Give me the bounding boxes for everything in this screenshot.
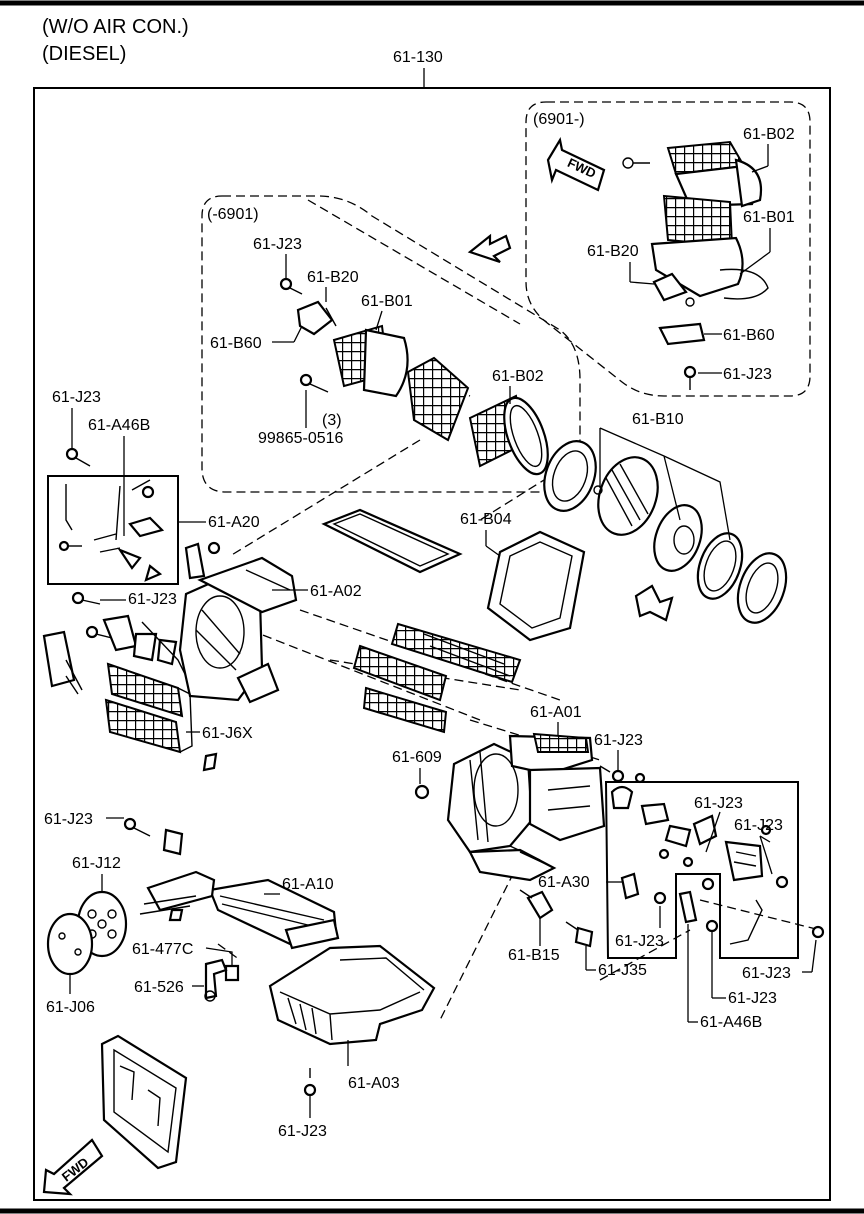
motor-wire-icon — [634, 584, 674, 622]
blower-case-lower-right-icon — [650, 194, 769, 300]
label-a46b-bottom: 61-A46B — [700, 1014, 762, 1031]
label-b20-left: 61-B20 — [307, 269, 359, 286]
blower-ring-icon — [543, 440, 597, 512]
blower-case-left-2-icon — [468, 394, 549, 476]
actuator-left-icon — [296, 300, 337, 336]
bolt-left-group-icon — [299, 373, 329, 393]
label-j23-a46b: 61-J23 — [52, 389, 101, 406]
label-j06: 61-J06 — [46, 999, 95, 1016]
label-j23-box-low: 61-J23 — [615, 933, 664, 950]
filter-tray-icon — [321, 508, 463, 574]
screw-a03-icon — [303, 1068, 317, 1097]
blower-fan-icon — [593, 456, 659, 536]
label-b01-right: 61-B01 — [743, 209, 795, 226]
label-j12: 61-J12 — [72, 855, 121, 872]
case-a03-icon — [268, 944, 436, 1046]
a20-box — [47, 475, 179, 585]
header-line-2: (DIESEL) — [42, 43, 126, 65]
label-j23-bottom-mid: 61-J23 — [728, 990, 777, 1007]
header-line-1: (W/O AIR CON.) — [42, 16, 189, 38]
label-b02-left: 61-B02 — [492, 368, 544, 385]
flap-small-icon — [184, 542, 206, 580]
seal-frame-icon — [486, 530, 586, 642]
case-cover-bottom-icon — [100, 1034, 188, 1170]
label-b20-right: 61-B20 — [587, 243, 639, 260]
label-j23-far-right: 61-J23 — [742, 965, 791, 982]
direction-arrow-icon — [467, 233, 512, 264]
label-j23-right: 61-J23 — [723, 366, 772, 383]
label-a46b-top: 61-A46B — [88, 417, 150, 434]
group-boundary-right — [525, 101, 811, 397]
fwd-arrow-icon: FWD — [546, 136, 606, 192]
label-b60-right: 61-B60 — [723, 327, 775, 344]
grommet-icon — [207, 541, 221, 555]
filter-j6x-icon — [104, 662, 193, 754]
label-b01-left: 61-B01 — [361, 293, 413, 310]
blower-gasket-icon — [696, 532, 744, 600]
a20-linkage-icon — [58, 479, 165, 582]
label-609: 61-609 — [392, 749, 442, 766]
label-b10: 61-B10 — [632, 411, 684, 428]
label-j23-bottom: 61-J23 — [278, 1123, 327, 1140]
actuator-a30-icon — [620, 802, 825, 945]
cover-j06-icon — [46, 912, 94, 976]
label-b60-left: 61-B60 — [210, 335, 262, 352]
label-j23-right-box-1: 61-J23 — [694, 795, 743, 812]
drain-hose-icon — [204, 958, 228, 1002]
door-lever-icon — [102, 614, 187, 677]
label-b15: 61-B15 — [508, 947, 560, 964]
group-label-right: (6901-) — [533, 111, 585, 128]
case-a02-icon — [178, 556, 298, 704]
clip-609-icon — [414, 784, 430, 800]
label-bolt-qty: (3) — [322, 412, 342, 429]
label-b04: 61-B04 — [460, 511, 512, 528]
label-a20: 61-A20 — [208, 514, 260, 531]
label-477c: 61-477C — [132, 941, 193, 958]
clip-small-icon — [202, 752, 218, 772]
screw-a46b-icon — [65, 447, 91, 467]
label-a10: 61-A10 — [282, 876, 334, 893]
blower-case-left-icon — [332, 324, 409, 398]
filter-left-icon — [406, 356, 470, 442]
label-bolt-part: 99865-0516 — [258, 430, 344, 447]
label-a02: 61-A02 — [310, 583, 362, 600]
blower-motor-icon — [653, 504, 703, 572]
connector-j35-icon — [565, 921, 594, 948]
clip-477c-icon — [224, 964, 240, 982]
group-label-left: (-6901) — [207, 206, 259, 223]
foam-pad-icon — [42, 630, 83, 695]
assembly-frame — [33, 87, 831, 1201]
label-j23-a01: 61-J23 — [594, 732, 643, 749]
a30-box — [604, 781, 799, 959]
label-j23-low-left: 61-J23 — [44, 811, 93, 828]
label-j35: 61-J35 — [598, 962, 647, 979]
label-526: 61-526 — [134, 979, 184, 996]
actuator-right-icon — [652, 272, 695, 307]
blower-cover-icon — [736, 552, 788, 624]
heater-core-a10-icon — [139, 870, 340, 950]
label-j23-right-box-2: 61-J23 — [734, 817, 783, 834]
blower-case-upper-right-icon — [622, 140, 763, 208]
screw-low-left-icon — [123, 817, 184, 856]
screw-a01-icon — [599, 765, 646, 784]
fwd-arrow-bottom-icon: FWD — [42, 1138, 104, 1196]
label-a30: 61-A30 — [538, 874, 590, 891]
screw-left-group-icon — [279, 277, 303, 295]
door-grid-icon — [352, 622, 522, 734]
label-j23-left-top: 61-J23 — [253, 236, 302, 253]
sensor-b15-icon — [519, 889, 554, 920]
label-b02-right: 61-B02 — [743, 126, 795, 143]
case-a01-icon — [446, 732, 606, 882]
label-j23-mid-left: 61-J23 — [128, 591, 177, 608]
label-a03: 61-A03 — [348, 1075, 400, 1092]
assembly-label: 61-130 — [393, 49, 443, 66]
lever-right-icon — [658, 322, 706, 346]
label-a01: 61-A01 — [530, 704, 582, 721]
screw-mid-left-icon — [71, 591, 113, 639]
bracket-ring-icon — [610, 785, 634, 810]
screw-right-icon — [683, 365, 697, 390]
label-j6x: 61-J6X — [202, 725, 253, 742]
